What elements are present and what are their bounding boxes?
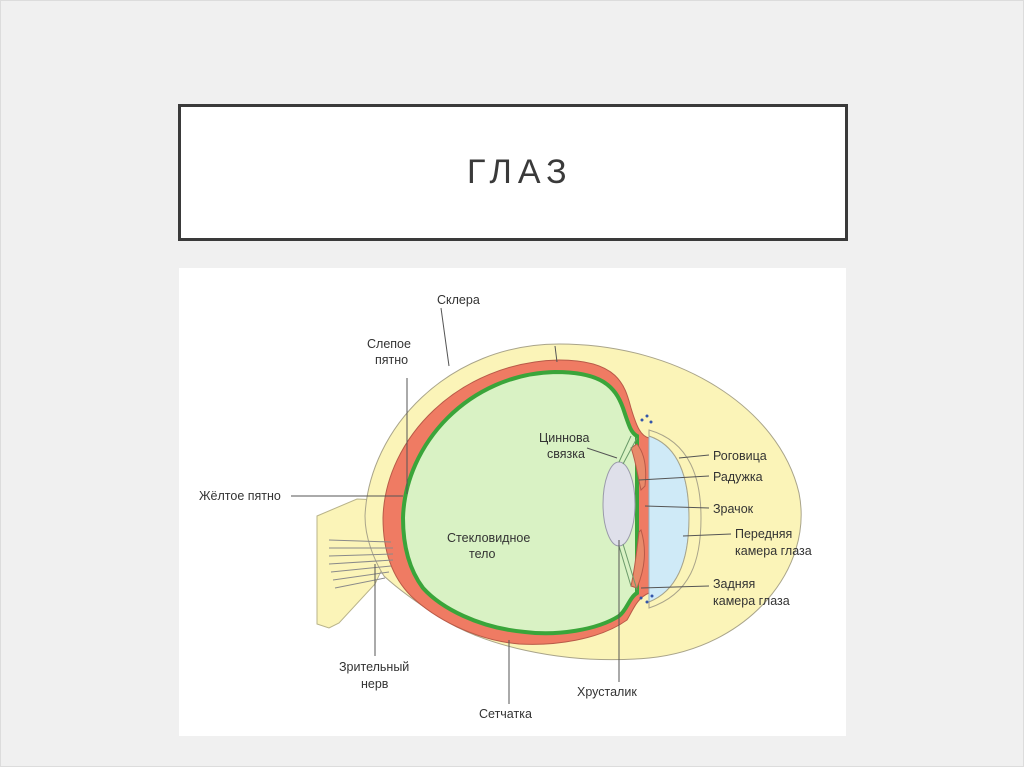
label-iris: Радужка — [713, 470, 763, 484]
lens — [603, 462, 635, 546]
label-posterior-1: Задняя — [713, 577, 755, 591]
label-pupil: Зрачок — [713, 502, 754, 516]
slide-title: ГЛАЗ — [467, 153, 573, 192]
label-retina: Сетчатка — [479, 707, 532, 721]
label-anterior-2: камера глаза — [735, 544, 812, 558]
label-sclera: Склера — [437, 293, 480, 307]
eye-diagram-svg: Склера Слепое пятно Циннова связка Рогов… — [179, 268, 846, 736]
label-optic-1: Зрительный — [339, 660, 409, 674]
label-zinn-1: Циннова — [539, 431, 589, 445]
label-macula: Жёлтое пятно — [199, 489, 281, 503]
title-box: ГЛАЗ — [178, 104, 848, 241]
label-optic-2: нерв — [361, 677, 389, 691]
label-blind-spot-1: Слепое — [367, 337, 411, 351]
label-posterior-2: камера глаза — [713, 594, 790, 608]
label-cornea: Роговица — [713, 449, 767, 463]
label-anterior-1: Передняя — [735, 527, 792, 541]
label-vitreous-2: тело — [469, 547, 496, 561]
label-vitreous-1: Стекловидное — [447, 531, 530, 545]
label-zinn-2: связка — [547, 447, 585, 461]
label-blind-spot-2: пятно — [375, 353, 408, 367]
eye-diagram: Склера Слепое пятно Циннова связка Рогов… — [179, 268, 846, 736]
label-lens: Хрусталик — [577, 685, 637, 699]
